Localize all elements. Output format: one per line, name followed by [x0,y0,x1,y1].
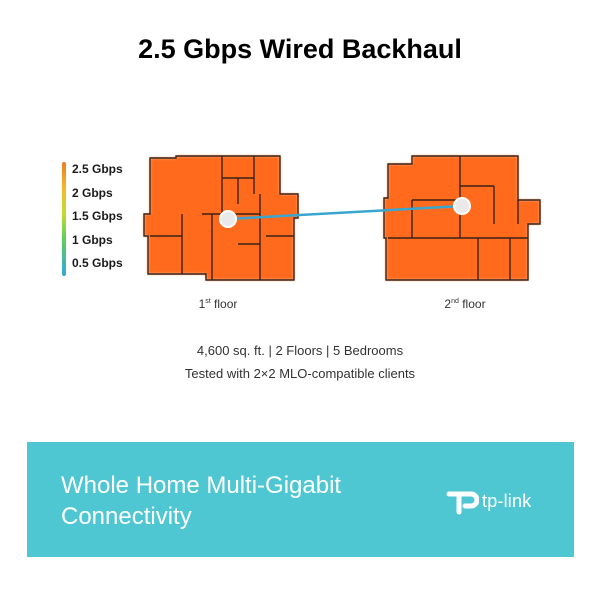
first-floor-walls [143,155,299,281]
second-floor-label: 2nd floor [444,297,486,311]
banner-line-1: Whole Home Multi-Gigabit [61,472,342,499]
tp-link-logo: tp-link [445,484,531,518]
first-floor-router-node [219,210,237,228]
banner-headline: Whole Home Multi-Gigabit Connectivity [61,470,341,532]
first-floor-label: 1st floor [198,297,238,311]
speed-legend: 2.5 Gbps 2 Gbps 1.5 Gbps 1 Gbps 0.5 Gbps [60,158,150,280]
tp-link-logo-text: tp-link [482,490,532,511]
second-floor-heatmap [384,156,540,280]
page-title: 2.5 Gbps Wired Backhaul [138,34,462,64]
legend-label-0-5: 0.5 Gbps [72,256,123,270]
legend-label-2: 2 Gbps [72,186,113,200]
wired-backhaul-line [227,204,463,221]
legend-label-2-5: 2.5 Gbps [72,162,123,176]
legend-label-1: 1 Gbps [72,233,113,247]
second-floor-walls [383,155,541,281]
home-stats-line: 4,600 sq. ft. | 2 Floors | 5 Bedrooms [196,343,404,358]
tp-link-logo-icon [446,491,479,515]
second-floor-plan [382,154,542,282]
banner-line-2: Connectivity [61,503,192,530]
test-conditions-line: Tested with 2×2 MLO-compatible clients [184,366,416,381]
legend-label-1-5: 1.5 Gbps [72,209,123,223]
legend-gradient-bar [62,162,66,276]
second-floor-router-node [453,197,471,215]
feature-banner: Whole Home Multi-Gigabit Connectivity tp… [27,442,574,557]
